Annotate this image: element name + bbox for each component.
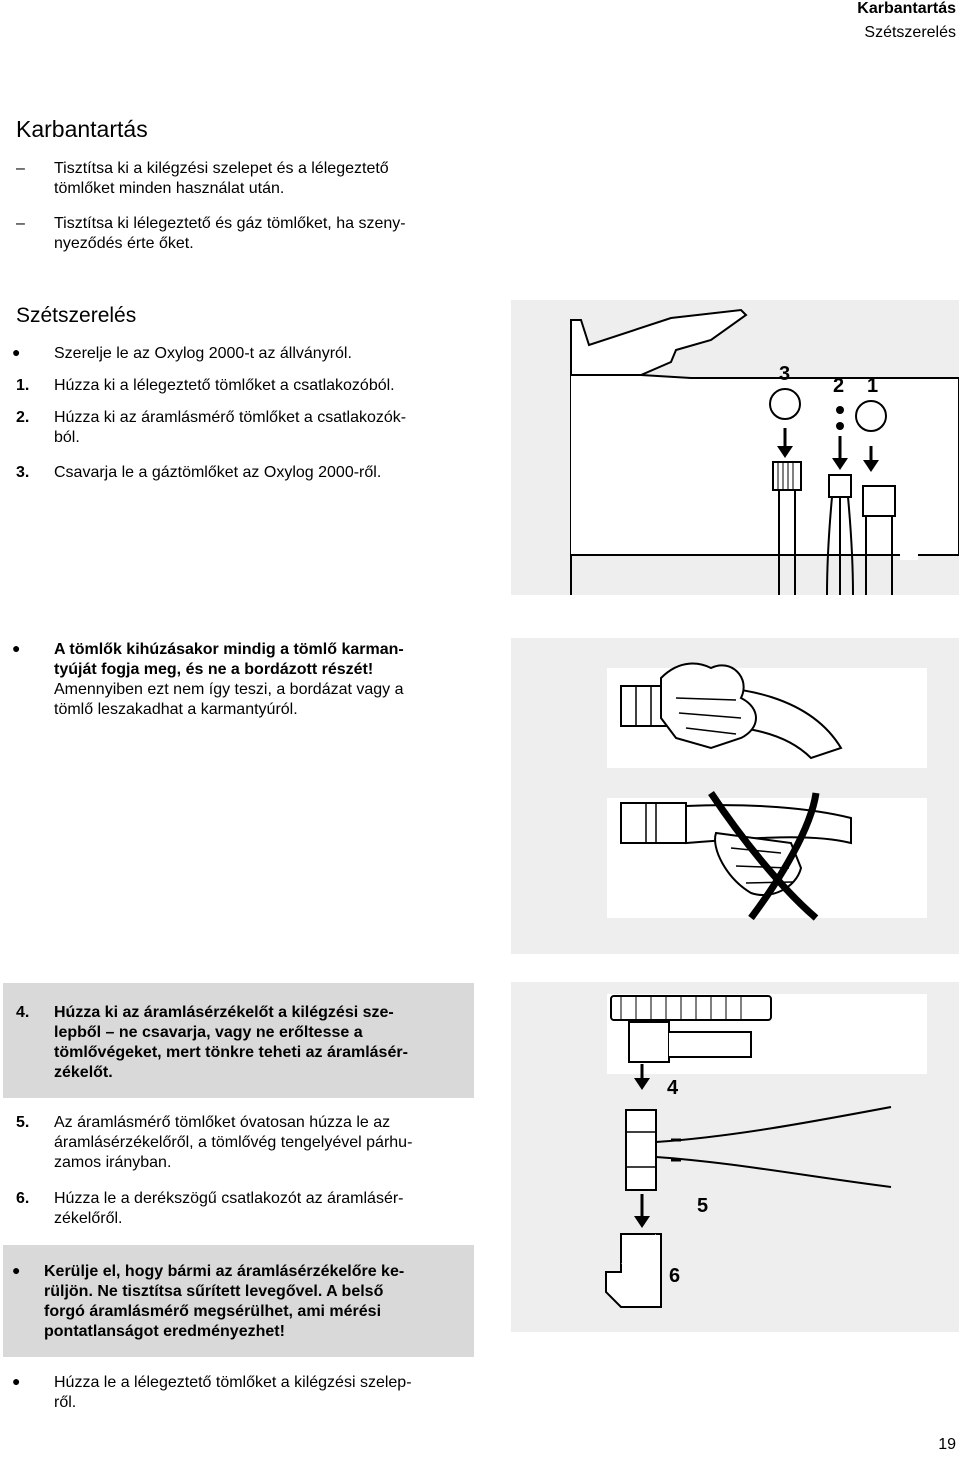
dash-marker — [16, 159, 46, 179]
text-line: Húzza le a lélegeztető tömlőket a kilégz… — [54, 1374, 412, 1391]
figure-label: 2 — [833, 375, 844, 397]
text-line: zamos irányban. — [54, 1154, 172, 1171]
figure-label: 3 — [779, 363, 790, 385]
text-line: ból. — [54, 429, 80, 446]
figure-hose-connectors: 3 2 1 — [511, 300, 960, 596]
step-number: 1. — [16, 377, 30, 394]
maintenance-item-2: Tisztítsa ki lélegeztető és gáz tömlőket… — [54, 214, 406, 254]
section-heading-maintenance: Karbantartás — [16, 116, 148, 142]
header-subtitle: Szétszerelés — [864, 24, 956, 41]
bullet-icon — [12, 1373, 42, 1391]
step-1-text: Húzza ki a lélegeztető tömlőket a csatla… — [54, 376, 395, 396]
section-heading-disassembly: Szétszerelés — [16, 304, 137, 327]
step-5-text: Az áramlásmérő tömlőket óvatosan húzza l… — [54, 1113, 412, 1173]
step-number: 3. — [16, 464, 30, 481]
step-number: 6. — [16, 1190, 30, 1207]
figure-flow-sensor: 4 5 6 — [511, 982, 959, 1332]
step-6-text: Húzza le a derékszögű csatlakozót az ára… — [54, 1189, 404, 1229]
page-number: 19 — [938, 1436, 956, 1453]
text-line: zékelőt. — [54, 1064, 113, 1081]
bullet-icon — [12, 640, 42, 658]
maintenance-item-1: Tisztítsa ki a kilégzési szelepet és a l… — [54, 159, 389, 199]
warning-hose-grip: A tömlők kihúzásakor mindig a tömlő karm… — [54, 640, 404, 720]
step-number: 2. — [16, 409, 30, 426]
text-line: forgó áramlásmérő megsérülhet, ami mérés… — [44, 1303, 382, 1320]
text-line: tömlőket minden használat után. — [54, 180, 285, 197]
text-line: tömlővégeket, mert tönkre teheti az áram… — [54, 1044, 408, 1061]
text-line: tyúját fogja meg, és ne a bordázott rész… — [54, 661, 374, 678]
text-line: Húzza ki az áramlásérzékelőt a kilégzési… — [54, 1004, 394, 1021]
header-title: Karbantartás — [857, 0, 956, 17]
bullet-icon — [12, 344, 42, 362]
step-4-box — [3, 983, 474, 1098]
dash-marker — [16, 214, 46, 234]
figure-2-illustration — [607, 662, 927, 921]
figure-label: 5 — [697, 1195, 708, 1217]
figure-label: 4 — [667, 1077, 679, 1099]
text-line: áramlásérzékelőről, a tömlővég tengelyév… — [54, 1134, 413, 1151]
figure-label: 6 — [669, 1265, 680, 1287]
text-line: pontatlanságot eredményezhet! — [44, 1323, 285, 1340]
figure-hand-grip — [511, 638, 959, 954]
text-line: Amennyiben ezt nem így teszi, a bordázat… — [54, 681, 404, 698]
text-line: lepből – ne csavarja, vagy ne erőltesse … — [54, 1024, 363, 1041]
step-number: 4. — [16, 1004, 30, 1021]
figure-1-illustration: 3 2 1 — [570, 308, 960, 596]
warning-2-box — [3, 1245, 474, 1357]
text-line: Húzza ki az áramlásmérő tömlőket a csatl… — [54, 409, 407, 426]
text-line: zékelőről. — [54, 1210, 123, 1227]
figure-3-illustration: 4 5 6 — [605, 994, 927, 1308]
text-line: Az áramlásmérő tömlőket óvatosan húzza l… — [54, 1114, 391, 1131]
text-line: Húzza ki a lélegeztető tömlőket a csatla… — [54, 377, 395, 394]
text-line: Tisztítsa ki a kilégzési szelepet és a l… — [54, 160, 389, 177]
figure-label: 1 — [867, 375, 878, 397]
step-4-text: Húzza ki az áramlásérzékelőt a kilégzési… — [54, 1003, 408, 1083]
text-line: ről. — [54, 1394, 77, 1411]
warning-flow-sensor: Kerülje el, hogy bármi az áramlásérzékel… — [44, 1262, 404, 1342]
step-3-text: Csavarja le a gáztömlőket az Oxylog 2000… — [54, 463, 381, 483]
instruction-bullet: Szerelje le az Oxylog 2000-t az állványr… — [54, 345, 352, 362]
bullet-icon — [12, 1262, 42, 1280]
step-2-text: Húzza ki az áramlásmérő tömlőket a csatl… — [54, 408, 406, 448]
instruction-bullet-final: Húzza le a lélegeztető tömlőket a kilégz… — [54, 1373, 412, 1413]
text-line: Csavarja le a gáztömlőket az Oxylog 2000… — [54, 464, 382, 481]
text-line: Kerülje el, hogy bármi az áramlásérzékel… — [44, 1263, 405, 1280]
text-line: Tisztítsa ki lélegeztető és gáz tömlőket… — [54, 215, 406, 232]
text-line: A tömlők kihúzásakor mindig a tömlő karm… — [54, 641, 404, 658]
text-line: Húzza le a derékszögű csatlakozót az ára… — [54, 1190, 404, 1207]
text-line: nyeződés érte őket. — [54, 235, 194, 252]
step-number: 5. — [16, 1114, 30, 1131]
text-line: rüljön. Ne tisztítsa sűrített levegővel.… — [44, 1283, 384, 1300]
text-line: tömlő leszakadhat a karmantyúról. — [54, 701, 298, 718]
